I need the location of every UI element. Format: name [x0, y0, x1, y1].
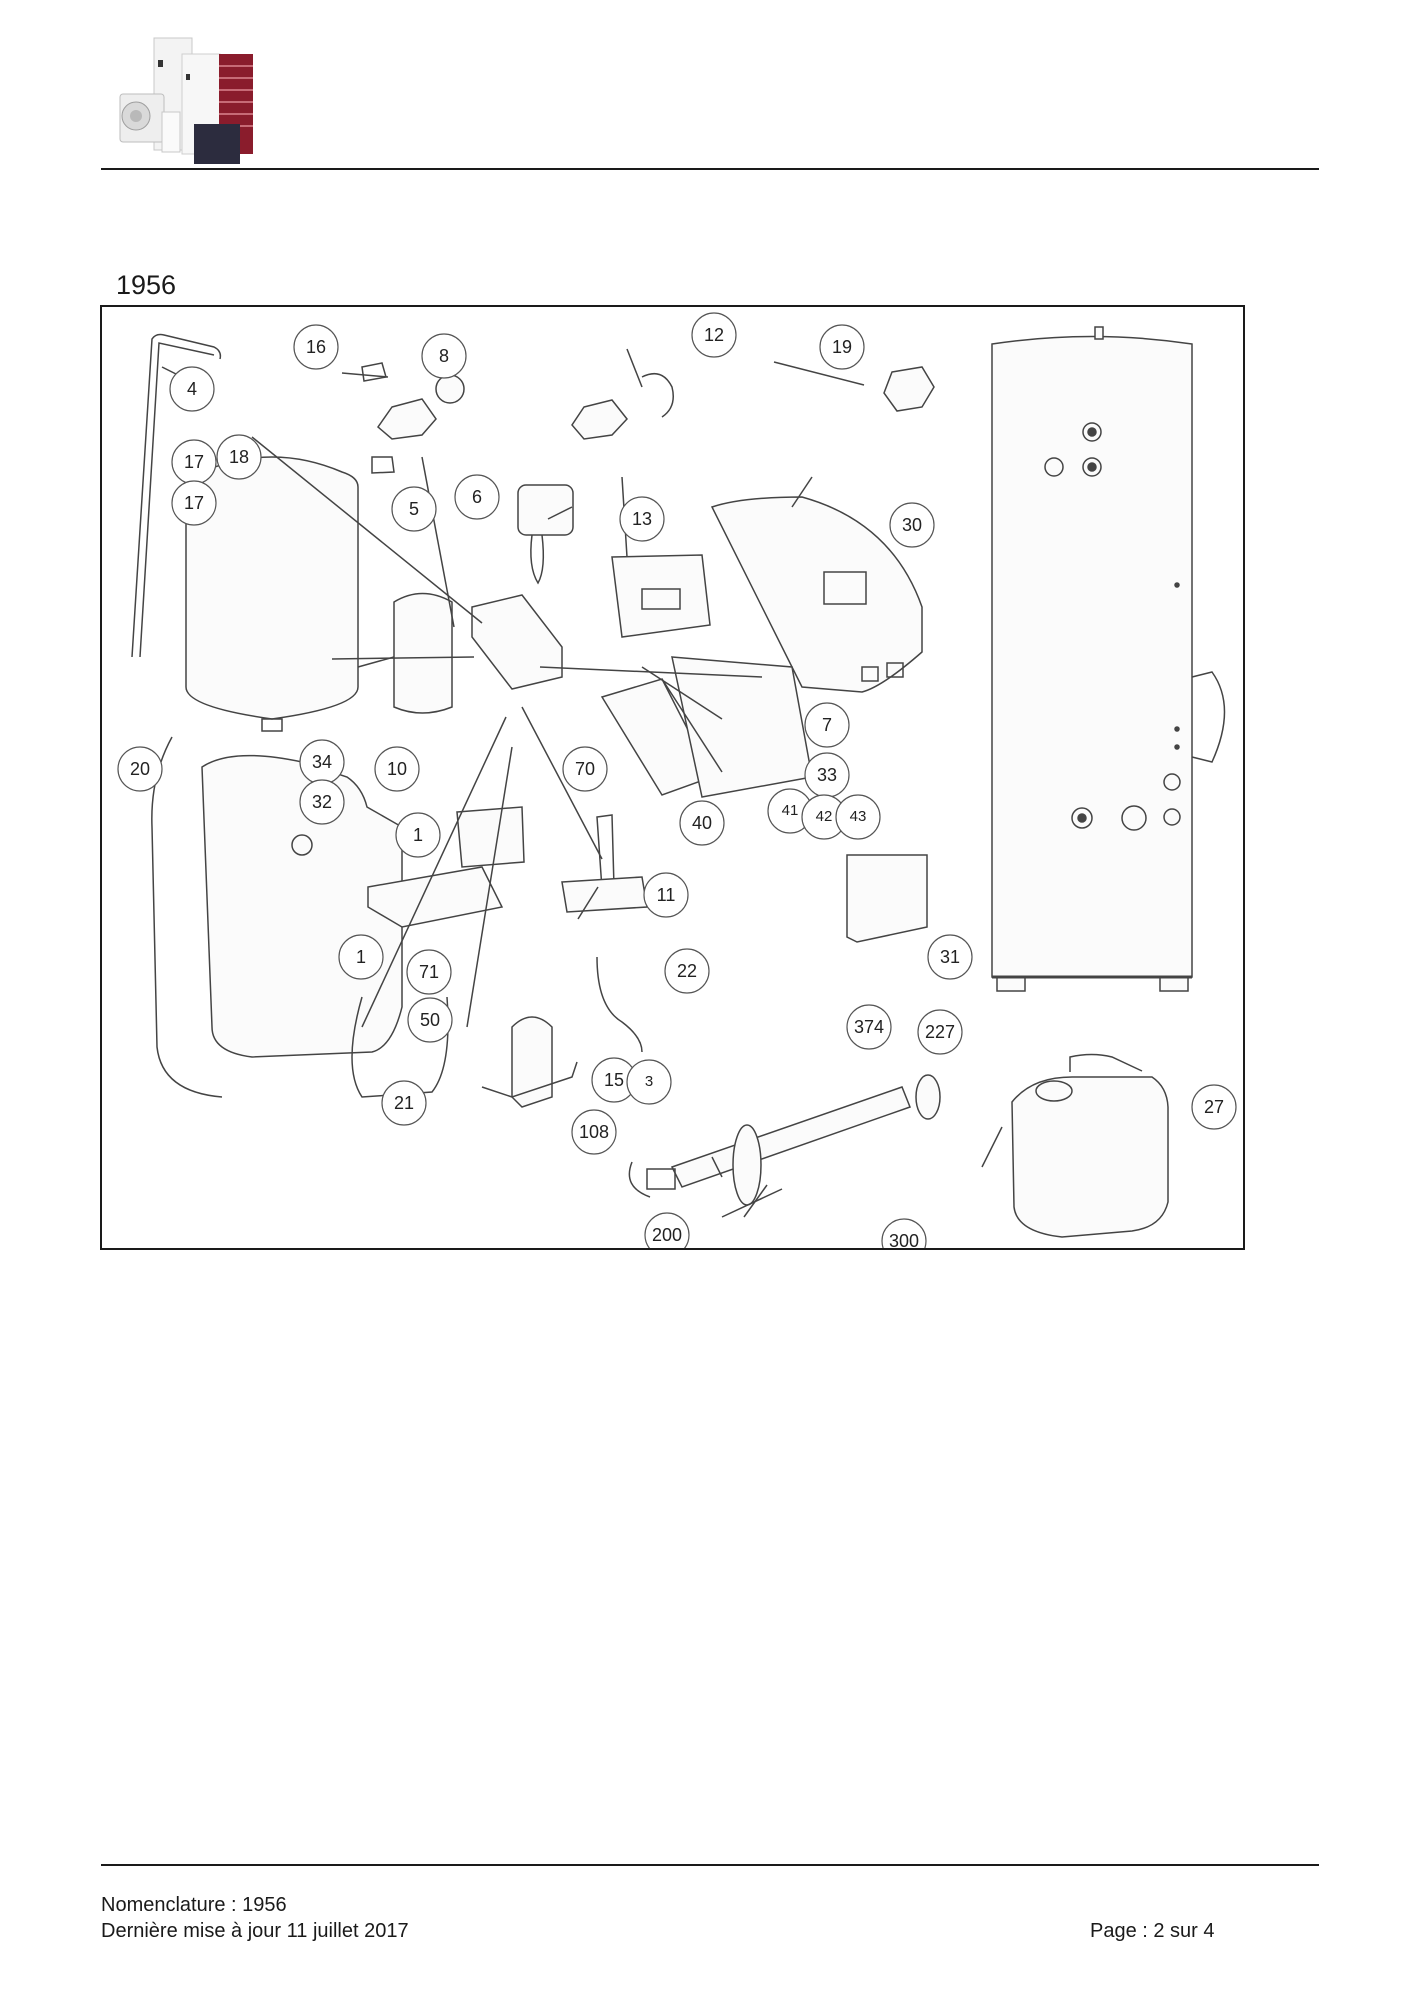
- sensor-box: [846, 854, 928, 943]
- callout-16: 32: [311, 792, 333, 812]
- callout-14: 20: [129, 759, 151, 779]
- callout-29: 22: [676, 961, 698, 981]
- appliance-casing: [201, 754, 403, 1058]
- callout-2: 8: [438, 346, 449, 366]
- footer-nomenclature: Nomenclature : 1956: [101, 1894, 287, 1916]
- diagram-title: 1956: [116, 270, 177, 300]
- control-box: [611, 554, 711, 638]
- callout-33: 15: [603, 1070, 625, 1090]
- callout-36: 27: [1203, 1097, 1225, 1117]
- callout-18: 70: [574, 759, 596, 779]
- filter-valve: [511, 1016, 553, 1108]
- footer-rule: [101, 1864, 1319, 1866]
- callout-4: 19: [831, 337, 853, 357]
- callout-23: 43: [849, 808, 867, 825]
- callout-15: 34: [311, 752, 333, 772]
- callout-34: 3: [644, 1073, 654, 1090]
- callout-24: 1: [412, 825, 423, 845]
- hot-water-cylinder: [991, 335, 1193, 978]
- callout-3: 12: [703, 325, 725, 345]
- exploded-parts-diagram: [100, 305, 1245, 1250]
- front-cover: [710, 496, 923, 693]
- callout-37: 108: [578, 1122, 610, 1142]
- callout-25: 11: [656, 885, 676, 905]
- callout-20: 40: [691, 813, 713, 833]
- diagram-drawing: [117, 312, 1237, 1248]
- header-rule: [101, 168, 1319, 170]
- callout-17: 10: [386, 759, 408, 779]
- callout-12: 30: [901, 515, 923, 535]
- callout-11: 13: [631, 509, 653, 529]
- callout-7: 18: [228, 447, 250, 467]
- callout-38: 200: [651, 1225, 683, 1245]
- callout-32: 227: [924, 1022, 956, 1042]
- callout-28: 71: [418, 962, 440, 982]
- footer-updated: Dernière mise à jour 11 juillet 2017: [101, 1920, 409, 1942]
- callout-35: 21: [393, 1093, 415, 1113]
- jerrycan: [1011, 1076, 1169, 1238]
- callout-9: 5: [408, 499, 419, 519]
- callout-13: 7: [821, 715, 832, 735]
- callout-8: 17: [183, 493, 205, 513]
- callout-10: 6: [471, 487, 482, 507]
- callout-5: 4: [186, 379, 197, 399]
- heating-products-logo-icon: [119, 37, 253, 164]
- callout-30: 50: [419, 1010, 441, 1030]
- callout-31: 374: [853, 1017, 885, 1037]
- callout-22: 42: [815, 808, 833, 825]
- footer-page: Page : 2 sur 4: [1090, 1920, 1215, 1942]
- callout-1: 16: [305, 337, 327, 357]
- callout-39: 300: [888, 1231, 920, 1251]
- immersion-heater: [670, 1086, 911, 1188]
- callout-6: 17: [183, 452, 205, 472]
- callout-26: 31: [939, 947, 961, 967]
- callout-27: 1: [355, 947, 366, 967]
- callout-21: 41: [781, 802, 799, 819]
- callout-19: 33: [816, 765, 838, 785]
